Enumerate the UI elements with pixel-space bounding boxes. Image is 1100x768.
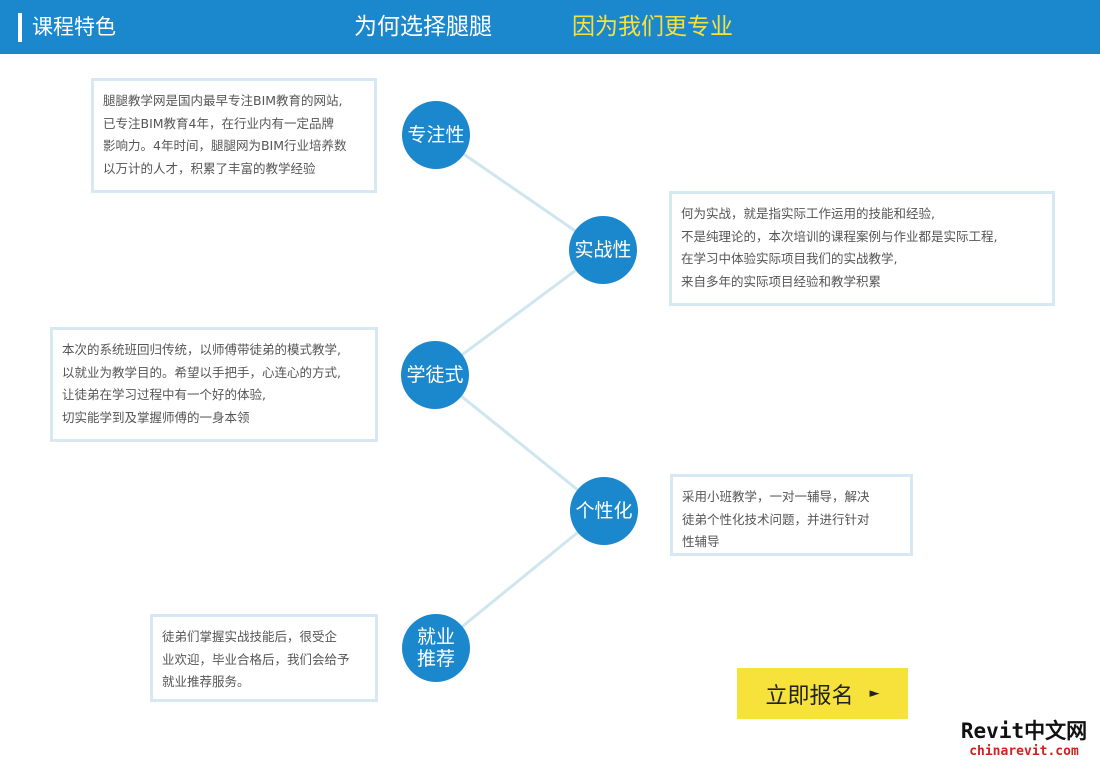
description-line: 何为实战，就是指实际工作运用的技能和经验, [681,206,935,221]
feature-node-personalized: 个性化 [570,477,638,545]
connector-2-3 [434,248,604,377]
description-line: 在学习中体验实际项目我们的实战教学, [681,251,898,266]
header-accent-bar [18,13,22,42]
description-line: 就业推荐服务。 [162,674,250,689]
description-line: 以就业为教学目的。希望以手把手，心连心的方式, [62,364,341,380]
feature-description-job-referral: 徒弟们掌握实战技能后，很受企 业欢迎，毕业合格后，我们会给予 就业推荐服务。 [150,614,378,702]
description-line: 切实能学到及掌握师傅的一身本领 [62,409,250,425]
header-tagline-answer: 因为我们更专业 [572,14,733,40]
description-line: 徒弟们掌握实战技能后，很受企 [162,629,338,644]
feature-description-personalized: 采用小班教学，一对一辅导，解决 徒弟个性化技术问题，并进行针对 性辅导 [670,474,913,556]
feature-node-apprentice: 学徒式 [401,341,469,409]
header-tagline-question: 为何选择腿腿 [354,14,492,40]
description-line: 不是纯理论的，本次培训的课程案例与作业都是实际工程, [681,228,998,244]
feature-description-practical: 何为实战，就是指实际工作运用的技能和经验, 不是纯理论的，本次培训的课程案例与作… [669,191,1055,306]
register-now-label: 立即报名 [765,683,854,709]
watermark-line-2: chinarevit.com [969,744,1079,759]
watermark-logo: Revit中文网 chinarevit.com [954,718,1094,760]
feature-node-focus: 专注性 [402,101,470,169]
connector-4-5 [435,509,605,650]
feature-description-focus: 腿腿教学网是国内最早专注BIM教育的网站, 已专注BIM教育4年，在行业内有一定… [91,78,377,193]
description-line: 采用小班教学，一对一辅导，解决 [682,489,870,504]
section-title: 课程特色 [32,15,116,39]
header-bar: 课程特色 为何选择腿腿 因为我们更专业 [0,0,1100,54]
description-line: 以万计的人才，积累了丰富的教学经验 [103,160,316,176]
feature-node-job-referral: 就业 推荐 [402,614,470,682]
description-line: 业欢迎，毕业合格后，我们会给予 [162,651,350,667]
description-line: 本次的系统班回归传统，以师傅带徒弟的模式教学, [62,342,341,357]
watermark-line-1: Revit中文网 [960,719,1088,743]
play-arrow-icon: ► [869,686,880,701]
description-line: 已专注BIM教育4年，在行业内有一定品牌 [103,115,335,131]
description-line: 来自多年的实际项目经验和教学积累 [681,273,882,289]
feature-node-practical: 实战性 [569,216,637,284]
description-line: 徒弟个性化技术问题，并进行针对 [682,511,870,527]
description-line: 影响力。4年时间，腿腿网为BIM行业培养数 [103,138,347,153]
description-line: 性辅导 [682,534,720,549]
description-line: 腿腿教学网是国内最早专注BIM教育的网站, [103,93,343,108]
connector-3-4 [434,373,605,513]
feature-description-apprentice: 本次的系统班回归传统，以师傅带徒弟的模式教学, 以就业为教学目的。希望以手把手，… [50,327,378,442]
description-line: 让徒弟在学习过程中有一个好的体验, [62,387,266,402]
register-now-button[interactable]: 立即报名 ► [737,668,908,719]
